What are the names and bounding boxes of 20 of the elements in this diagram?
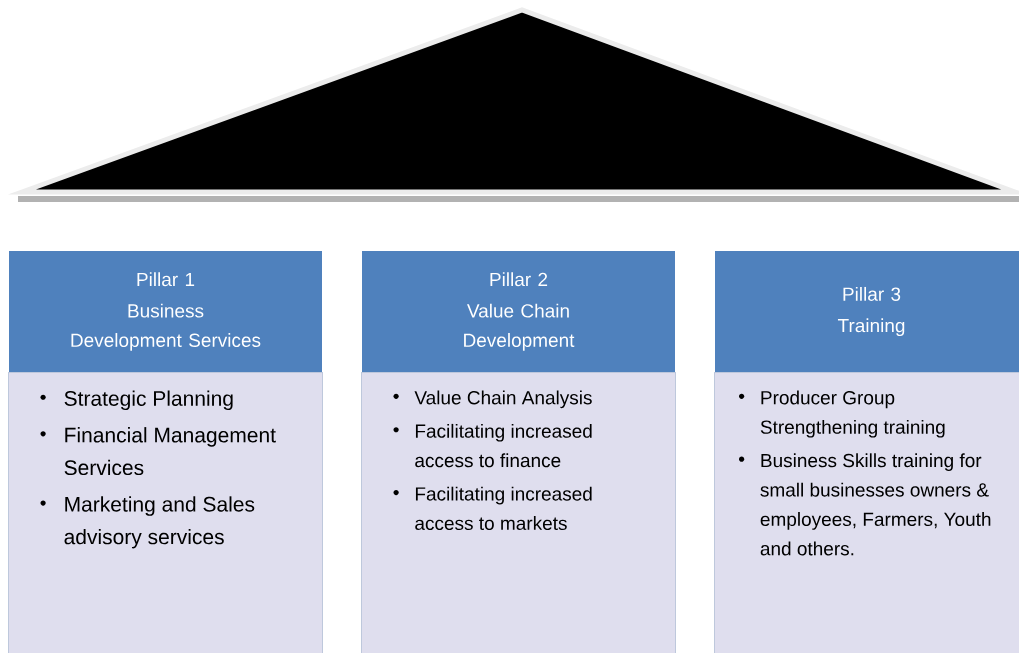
pillar-header	[714, 250, 1019, 373]
bullet-item: Business Skills training for small businesses owners & employees, Farmers, Youth and others.	[739, 453, 991, 556]
pillar-number: Pillar 3	[843, 286, 901, 301]
bullet-item: Financial Management Services	[40, 427, 276, 476]
pillar-title: Training	[837, 318, 905, 337]
bullet-item: Facilitating increased access to finance	[393, 423, 592, 468]
pillar-body	[714, 372, 1019, 653]
pillar-header	[361, 250, 676, 373]
bullet-item: Value Chain Analysis	[393, 390, 592, 409]
bullet-item: Marketing and Sales advisory services	[40, 496, 255, 549]
pillar-number: Pillar 2	[490, 272, 548, 287]
pillar-title: Value Chain Development	[464, 303, 575, 351]
bullet-item: Producer Group Strengthening training	[739, 390, 945, 438]
pillar-header	[8, 250, 323, 373]
bullet-item: Facilitating increased access to markets	[393, 486, 592, 531]
bullet-item: Strategic Planning	[40, 390, 233, 411]
pillar-title: Business Development Services	[71, 303, 261, 351]
pillar-number: Pillar 1	[137, 272, 195, 287]
pillar-body	[361, 372, 676, 653]
pillar-body	[8, 372, 323, 653]
